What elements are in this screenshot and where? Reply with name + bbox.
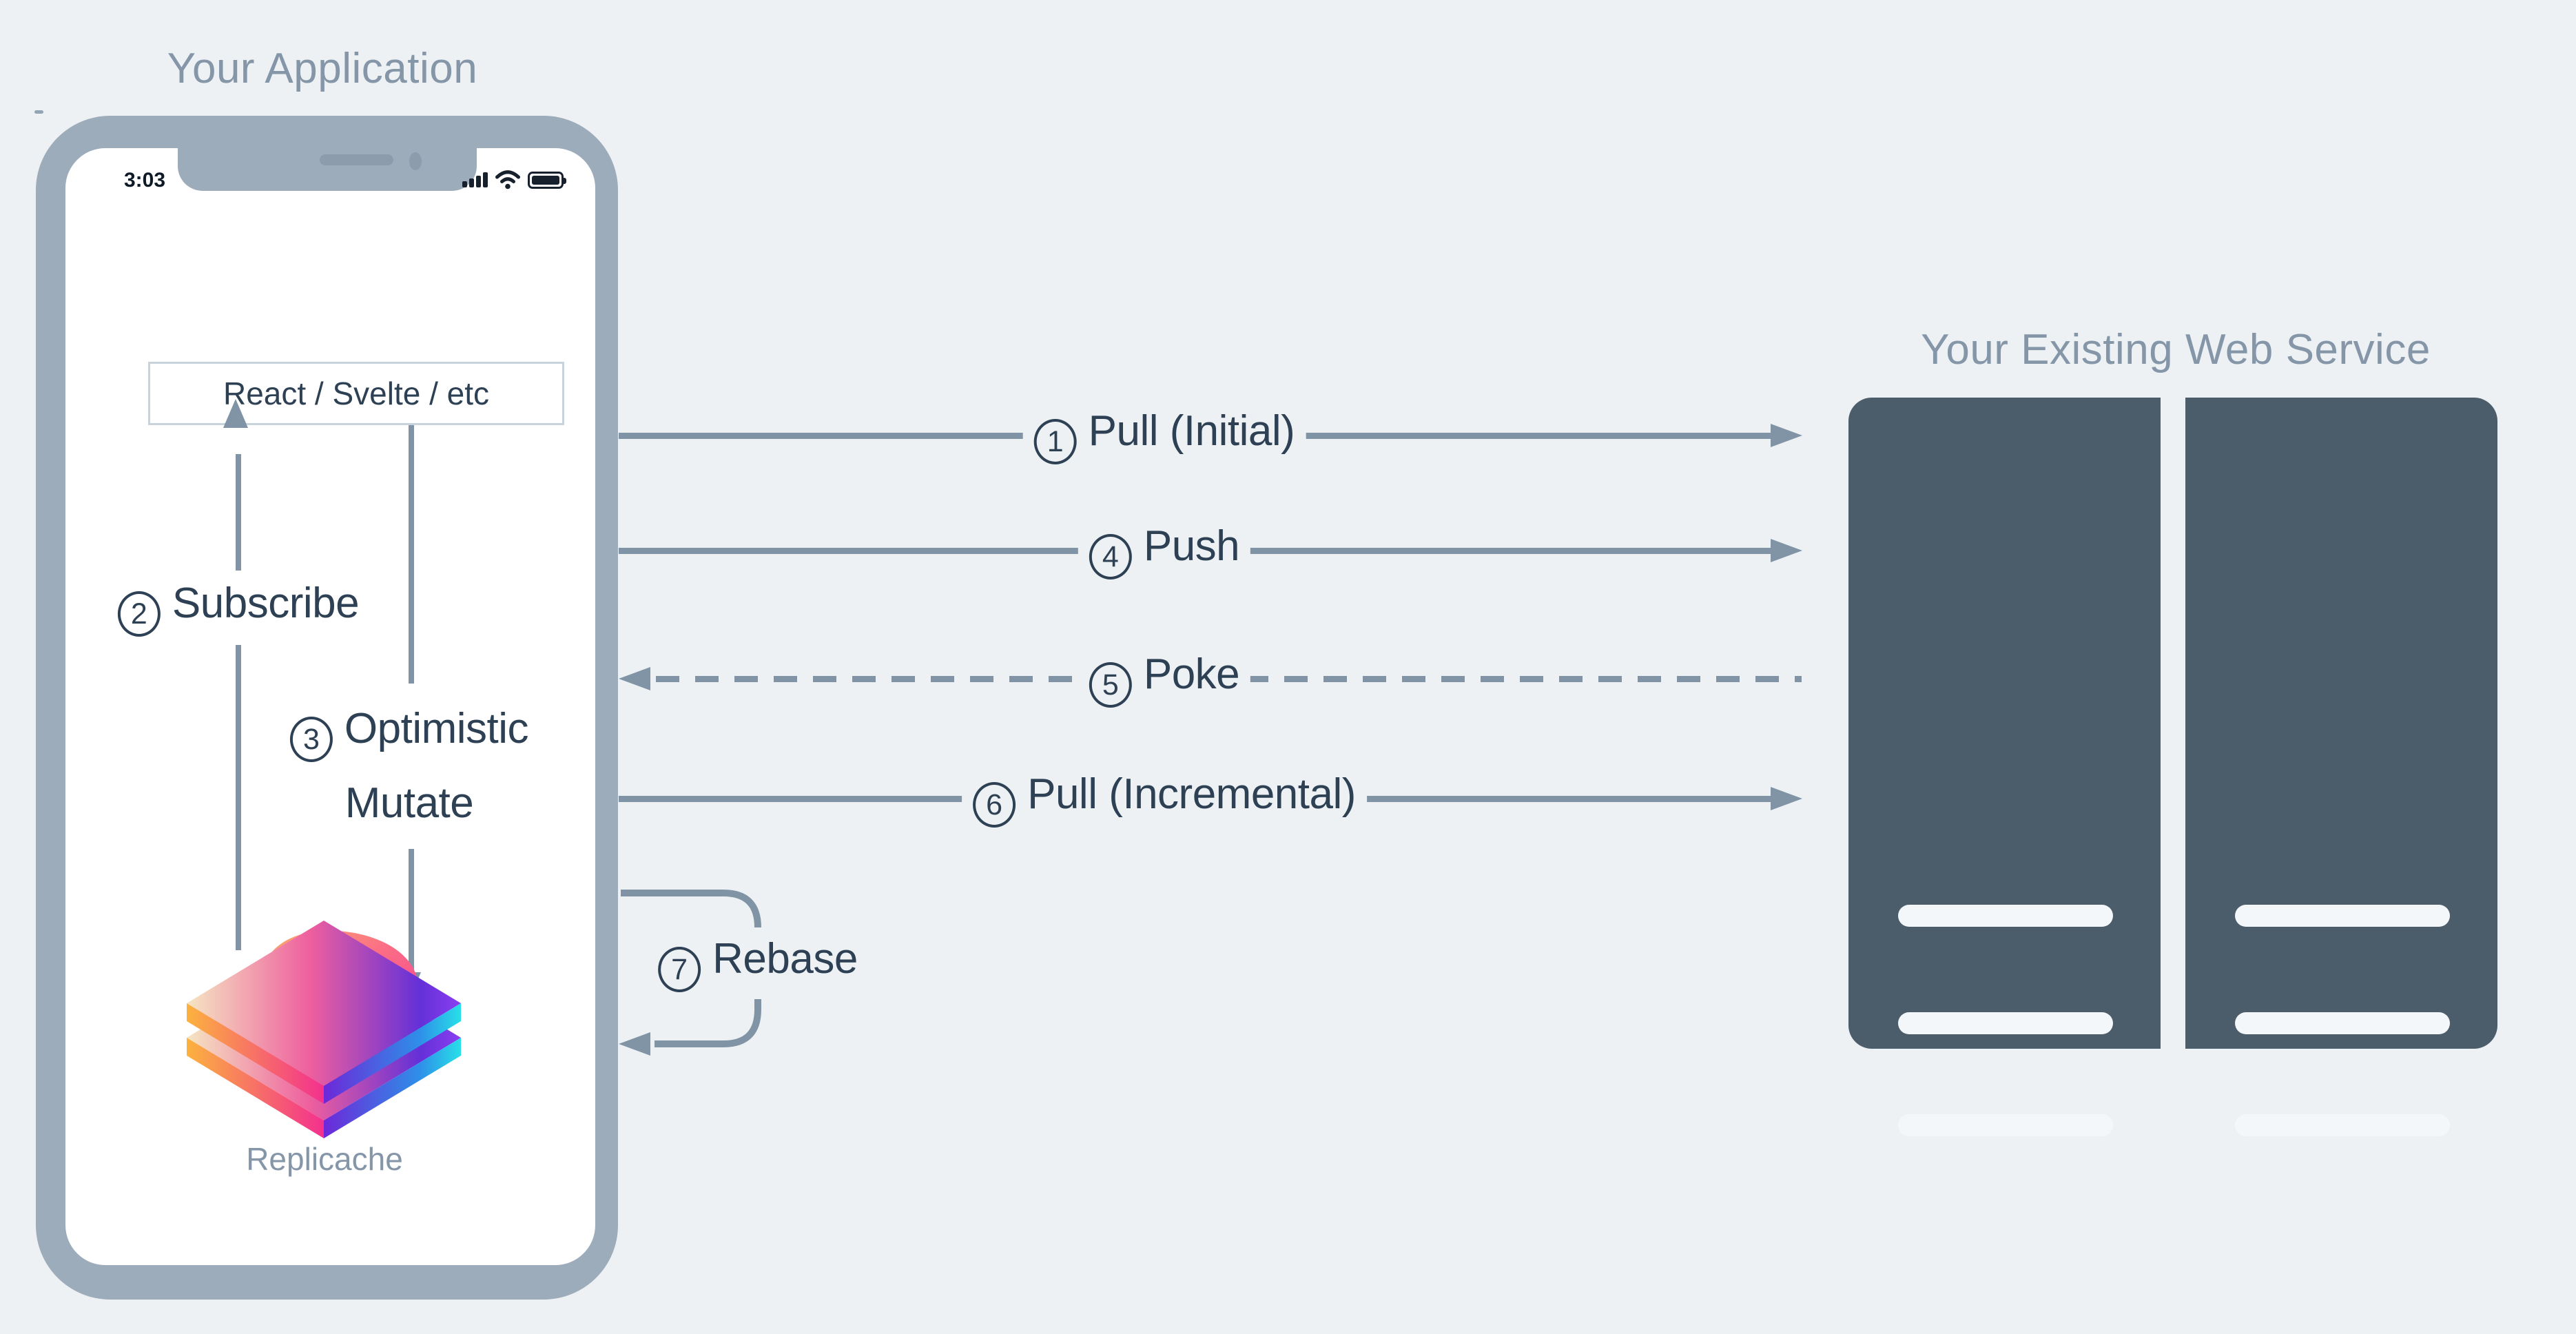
rack-slot <box>1898 1114 2113 1136</box>
arrowhead-right-icon <box>1771 539 1802 562</box>
arrowhead-right-icon <box>1771 424 1802 447</box>
status-icons <box>462 170 566 189</box>
app-title: Your Application <box>167 45 478 92</box>
subscribe-arrowhead-up-icon <box>223 399 248 428</box>
battery-icon <box>528 171 566 189</box>
rack-slot <box>2235 1012 2450 1034</box>
phone-notch <box>178 148 477 191</box>
framework-box: React / Svelte / etc <box>148 362 564 425</box>
arrowhead-right-icon <box>1771 787 1802 810</box>
server-rack-icon <box>2185 398 2497 1136</box>
arrowhead-left-icon <box>619 667 650 690</box>
circled-number-7: 7 <box>658 947 701 992</box>
rack-slot <box>2235 905 2450 927</box>
server-rack-icon <box>1848 398 2161 1136</box>
circled-number-1: 1 <box>1033 419 1077 464</box>
circled-number-2: 2 <box>117 591 161 637</box>
status-time: 3:03 <box>123 169 166 192</box>
subscribe-arrow-line <box>236 454 241 950</box>
stray-dash-mark <box>34 110 43 114</box>
speaker-grill-icon <box>320 154 393 165</box>
signal-bars-icon <box>462 172 488 187</box>
service-title: Your Existing Web Service <box>1921 326 2431 373</box>
rack-slot <box>1898 905 2113 927</box>
circled-number-4: 4 <box>1089 534 1132 579</box>
replicache-label: Replicache <box>246 1141 403 1177</box>
wifi-icon <box>495 170 520 189</box>
camera-dot-icon <box>409 152 422 170</box>
circled-number-6: 6 <box>973 782 1016 828</box>
circled-number-5: 5 <box>1089 662 1132 708</box>
rebase-arrowhead-left-icon <box>619 1032 650 1056</box>
replicache-logo-icon <box>187 921 461 1138</box>
rack-slot <box>1898 1012 2113 1034</box>
rack-slot <box>2235 1114 2450 1136</box>
circled-number-3: 3 <box>289 717 333 762</box>
